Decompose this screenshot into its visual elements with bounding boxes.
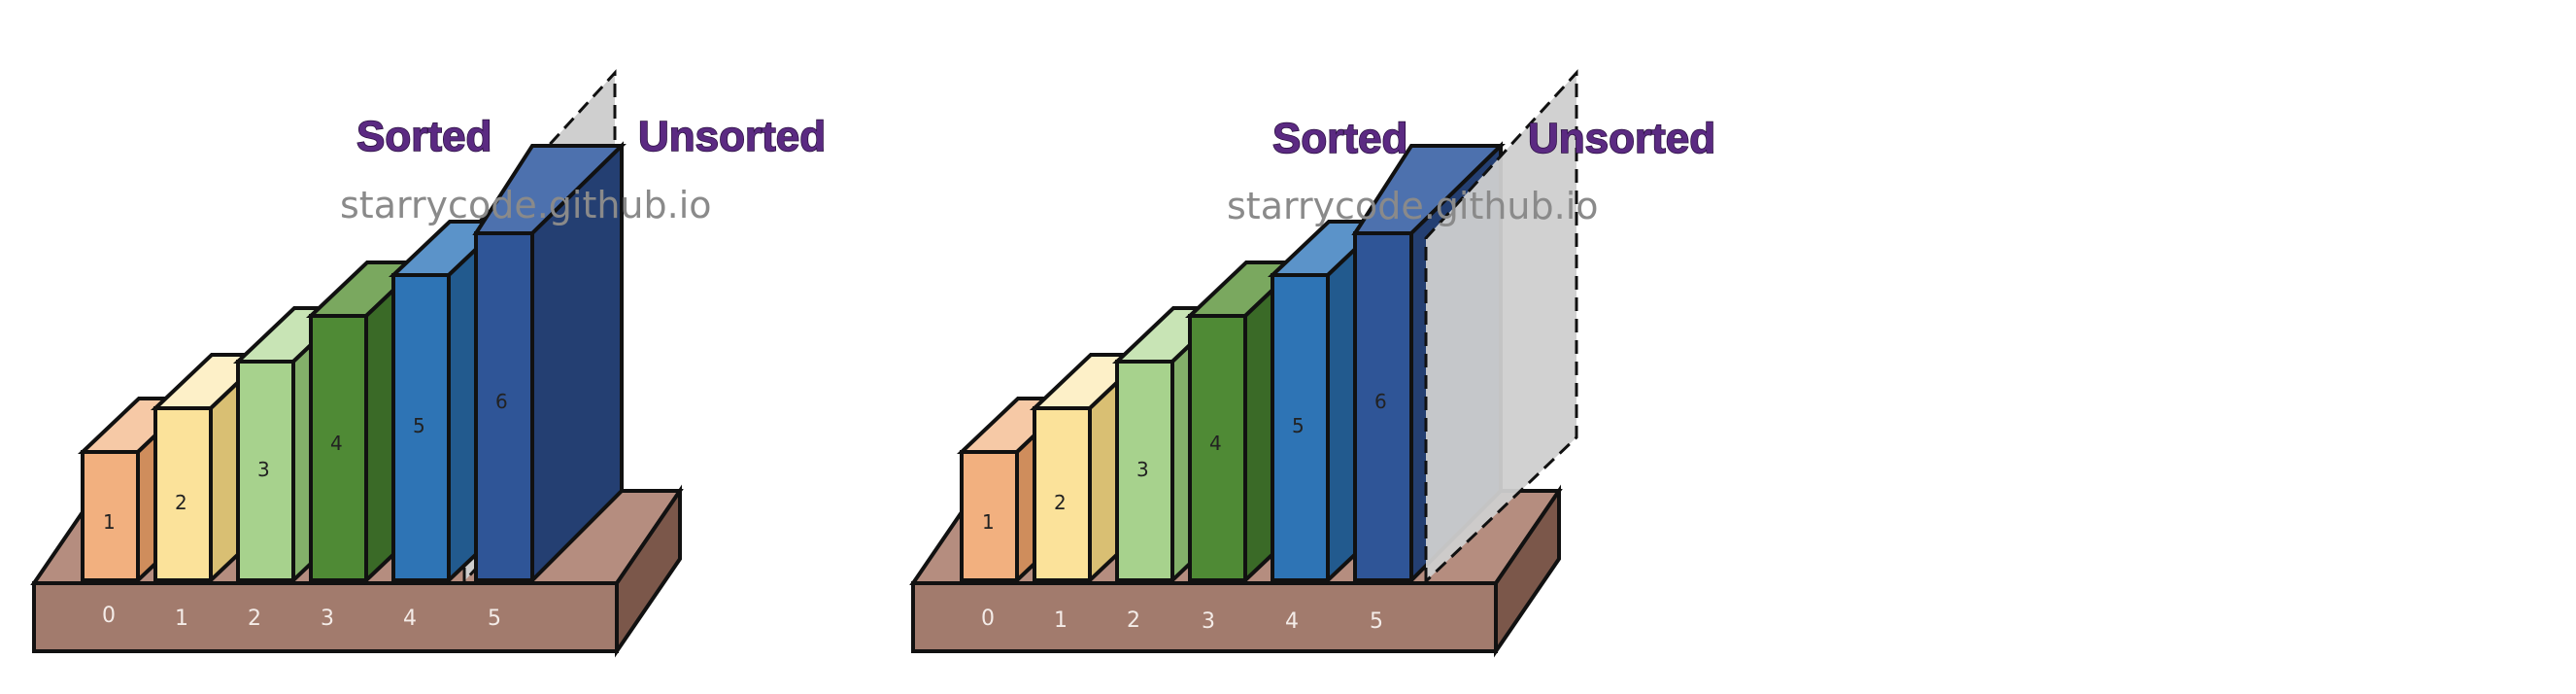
bar-label: 4 bbox=[1209, 432, 1222, 455]
panel-1-svg: 1 2 3 4 bbox=[30, 69, 827, 658]
bar-label: 5 bbox=[1292, 414, 1305, 437]
divider-plane bbox=[1424, 69, 1578, 585]
unsorted-label: Unsorted bbox=[638, 113, 826, 160]
panel-2: 1 2 3 4 bbox=[879, 0, 1773, 694]
bar-front bbox=[81, 450, 140, 582]
bar: 6 bbox=[472, 141, 627, 585]
index-label: 3 bbox=[1202, 609, 1215, 634]
bar-front bbox=[960, 450, 1019, 582]
index-label: 0 bbox=[102, 604, 116, 628]
divider-plane-shape bbox=[1424, 69, 1578, 585]
index-label: 5 bbox=[1370, 609, 1383, 634]
bar-label: 1 bbox=[982, 510, 995, 534]
bar-front bbox=[309, 314, 368, 582]
bar-front bbox=[1033, 406, 1092, 582]
bar-label: 2 bbox=[175, 491, 187, 514]
bar-front bbox=[1188, 314, 1247, 582]
bar-front bbox=[474, 231, 534, 582]
panel-1: 1 2 3 4 bbox=[0, 0, 894, 694]
index-label: 2 bbox=[1127, 608, 1140, 633]
bar-label: 2 bbox=[1054, 491, 1067, 514]
index-label: 2 bbox=[248, 607, 261, 631]
bar-label: 5 bbox=[413, 414, 425, 437]
index-label: 4 bbox=[403, 607, 417, 631]
bar-label: 3 bbox=[1136, 458, 1149, 481]
index-label: 4 bbox=[1285, 609, 1299, 634]
bars: 1 2 3 4 bbox=[77, 141, 627, 585]
bar-front bbox=[236, 360, 295, 582]
bar-front bbox=[1353, 231, 1413, 582]
index-label: 1 bbox=[175, 607, 188, 631]
bar-front bbox=[153, 406, 213, 582]
unsorted-label: Unsorted bbox=[1528, 115, 1715, 162]
index-label: 3 bbox=[321, 607, 334, 631]
base-front bbox=[911, 581, 1498, 653]
index-label: 0 bbox=[981, 607, 995, 631]
index-labels: 0 1 2 3 4 5 bbox=[981, 607, 1383, 634]
sorted-label: Sorted bbox=[1272, 115, 1407, 162]
bars: 1 2 3 4 bbox=[956, 141, 1506, 585]
bar-label: 1 bbox=[103, 510, 116, 534]
watermark: starrycode.github.io bbox=[340, 184, 712, 226]
bar-front bbox=[1115, 360, 1174, 582]
index-label: 5 bbox=[488, 607, 501, 631]
index-label: 1 bbox=[1054, 608, 1068, 633]
base-front bbox=[32, 581, 619, 653]
bar-label: 3 bbox=[257, 458, 270, 481]
index-labels: 0 1 2 3 4 5 bbox=[102, 604, 501, 631]
bar-front bbox=[1271, 273, 1330, 582]
bar-label: 6 bbox=[1374, 390, 1387, 413]
bar-front bbox=[391, 273, 451, 582]
panel-2-svg: 1 2 3 4 bbox=[909, 69, 1716, 658]
bar-label: 6 bbox=[495, 390, 508, 413]
watermark: starrycode.github.io bbox=[1227, 185, 1599, 227]
sorted-label: Sorted bbox=[356, 113, 491, 160]
bar-label: 4 bbox=[330, 432, 343, 455]
